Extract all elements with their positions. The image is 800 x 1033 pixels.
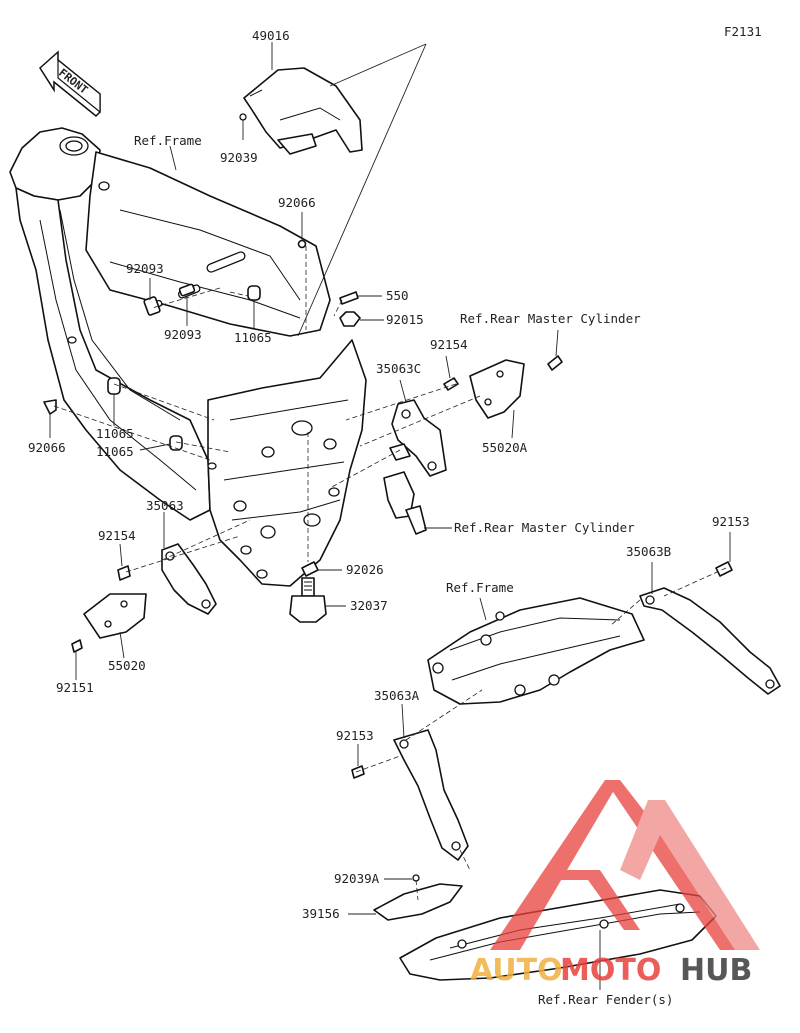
- part-55020-heel-guard: [83, 593, 147, 639]
- label-92066-left: 92066: [28, 440, 66, 455]
- part-35063B-bracket: [639, 587, 781, 695]
- part-35063A-bracket: [393, 729, 469, 861]
- watermark-logo: [490, 780, 760, 950]
- part-11065-grommet-c: [169, 435, 183, 451]
- label-35063: 35063: [146, 498, 184, 513]
- label-92039: 92039: [220, 150, 258, 165]
- part-92093-a: [143, 296, 161, 316]
- label-ref-frame-top: Ref.Frame: [134, 133, 202, 148]
- part-35063-bracket: [161, 543, 217, 615]
- part-92093-b: [178, 283, 196, 297]
- label-92066-top: 92066: [278, 195, 316, 210]
- part-11065-grommet-b: [107, 377, 121, 395]
- part-92066-cap-top: [297, 239, 307, 249]
- svg-text:HUB: HUB: [680, 953, 752, 988]
- part-92015-nut: [339, 311, 361, 327]
- part-550-pin: [339, 291, 359, 305]
- watermark-text: AUTO MOTO HUB: [470, 953, 752, 988]
- part-55020A-heel-guard: [469, 359, 525, 419]
- label-92153-right: 92153: [712, 514, 750, 529]
- label-35063C: 35063C: [376, 361, 421, 376]
- label-92026: 92026: [346, 562, 384, 577]
- label-ref-rear-master-cylinder-2: Ref.Rear Master Cylinder: [454, 520, 635, 535]
- label-92039A: 92039A: [334, 871, 380, 886]
- label-49016: 49016: [252, 28, 290, 43]
- label-39156: 39156: [302, 906, 340, 921]
- part-39156: [373, 883, 463, 921]
- part-32037-stud: [289, 577, 327, 623]
- leader-lines: [49, 42, 731, 990]
- label-11065-b: 11065: [96, 426, 134, 441]
- label-55020: 55020: [108, 658, 146, 673]
- part-11065-grommet-a: [247, 285, 261, 301]
- label-11065-a: 11065: [234, 330, 272, 345]
- front-arrow-icon: FRONT: [39, 50, 101, 118]
- label-35063A: 35063A: [374, 688, 420, 703]
- part-49016-cover: [243, 67, 363, 155]
- label-35063B: 35063B: [626, 544, 671, 559]
- label-92153-left: 92153: [336, 728, 374, 743]
- label-32037: 32037: [350, 598, 388, 613]
- svg-text:AUTO: AUTO: [470, 953, 563, 988]
- label-92015: 92015: [386, 312, 424, 327]
- label-92154-right: 92154: [430, 337, 468, 352]
- rear-sub-frame: [427, 597, 645, 705]
- label-550: 550: [386, 288, 409, 303]
- label-55020A: 55020A: [482, 440, 528, 455]
- label-92093-a: 92093: [126, 261, 164, 276]
- part-35063C-bracket: [389, 399, 447, 477]
- label-92093-b: 92093: [164, 327, 202, 342]
- label-ref-frame-sub: Ref.Frame: [446, 580, 514, 595]
- diagram-code: F2131: [724, 24, 762, 39]
- label-ref-rear-fender: Ref.Rear Fender(s): [538, 992, 673, 1007]
- rear-master-cylinder: [383, 471, 427, 535]
- part-labels: F2131 49016 92039 Ref.Frame 92066 92093 …: [28, 24, 762, 1007]
- label-92154-left: 92154: [98, 528, 136, 543]
- label-92151: 92151: [56, 680, 94, 695]
- svg-text:MOTO: MOTO: [560, 953, 661, 988]
- label-11065-c: 11065: [96, 444, 134, 459]
- part-92066-cap-left: [43, 399, 57, 415]
- label-ref-rear-master-cylinder-1: Ref.Rear Master Cylinder: [460, 311, 641, 326]
